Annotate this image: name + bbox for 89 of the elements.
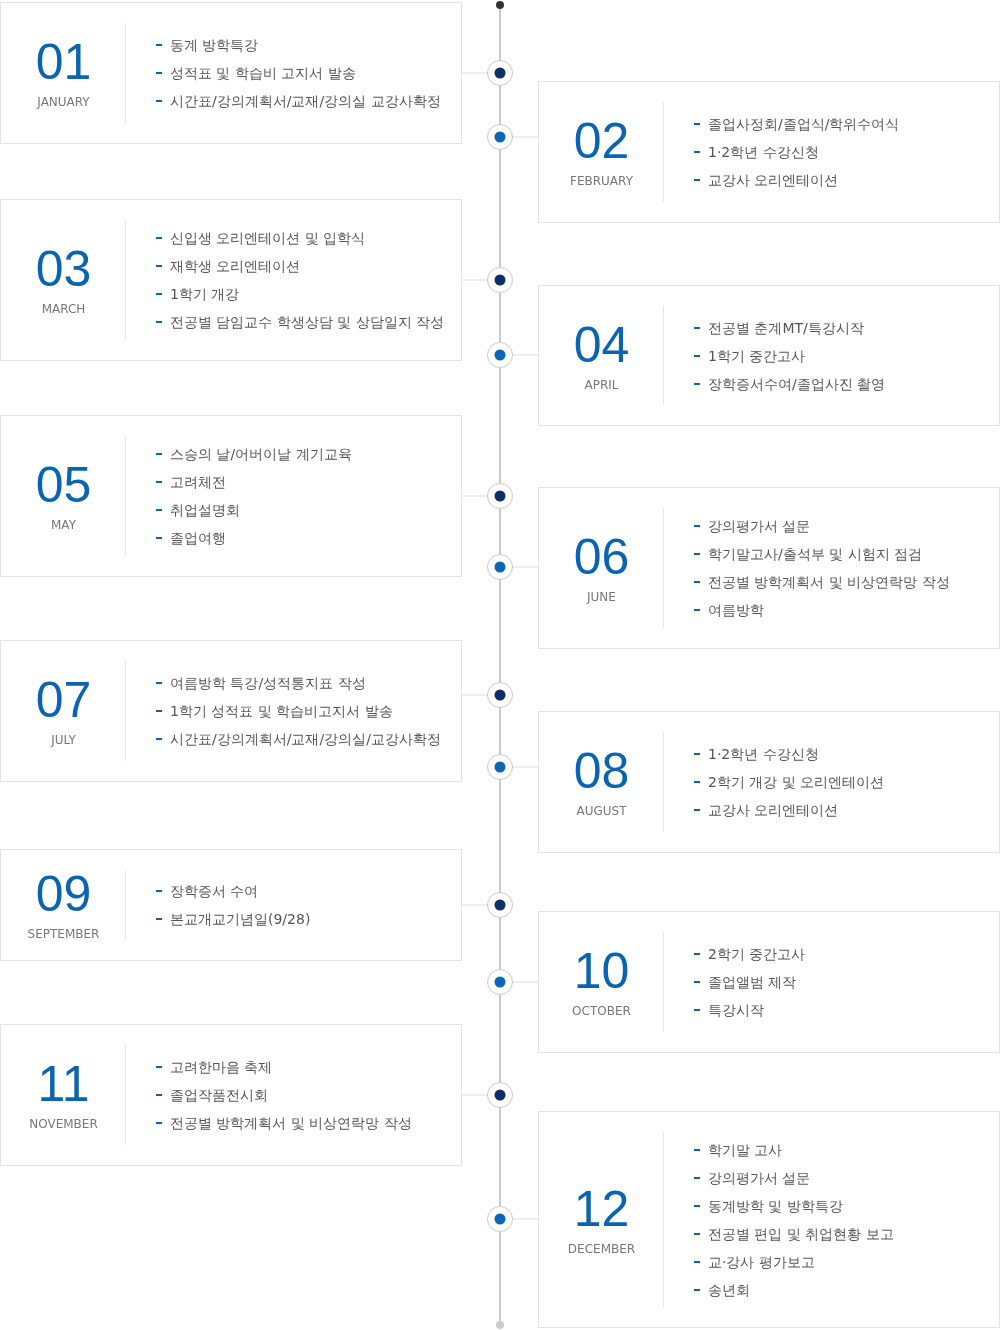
month-card bbox=[0, 1024, 462, 1166]
month-card bbox=[0, 640, 462, 782]
timeline-marker bbox=[487, 554, 513, 580]
month-number: 01 bbox=[35, 37, 92, 87]
schedule-item: 학기말고사/출석부 및 시험지 점검 bbox=[708, 545, 923, 563]
schedule-item: 1·2학년 수강신청 bbox=[708, 143, 819, 161]
month-name: APRIL bbox=[584, 377, 619, 392]
schedule-item: 동계 방학특강 bbox=[170, 36, 259, 54]
schedule-item: 1학기 중간고사 bbox=[708, 346, 806, 365]
month-number: 08 bbox=[573, 746, 630, 796]
schedule-item: 2학기 개강 및 오리엔테이션 bbox=[708, 773, 885, 791]
month-number: 10 bbox=[573, 946, 630, 996]
schedule-item: 교·강사 평가보고 bbox=[708, 1252, 815, 1271]
month-card bbox=[0, 415, 462, 577]
timeline-marker bbox=[487, 124, 513, 150]
schedule-item: 졸업앨범 제작 bbox=[708, 973, 797, 991]
schedule-item: 교강사 오리엔테이션 bbox=[708, 801, 839, 819]
schedule-item: 동계방학 및 방학특강 bbox=[708, 1196, 843, 1215]
timeline-marker bbox=[487, 60, 513, 86]
schedule-item: 졸업여행 bbox=[170, 529, 226, 547]
schedule-item: 고려체전 bbox=[170, 473, 226, 491]
schedule-item: 송년회 bbox=[708, 1280, 750, 1299]
schedule-item: 강의평가서 설문 bbox=[708, 1168, 811, 1187]
schedule-item: 1·2학년 수강신청 bbox=[708, 745, 819, 763]
month-name: AUGUST bbox=[576, 804, 627, 818]
month-name: SEPTEMBER bbox=[27, 927, 100, 941]
schedule-item: 1학기 개강 bbox=[170, 285, 240, 303]
schedule-item: 강의평가서 설문 bbox=[708, 517, 811, 535]
month-name: JULY bbox=[51, 733, 76, 747]
month-number: 11 bbox=[37, 1059, 90, 1109]
schedule-item: 장학증서수여/졸업사진 촬영 bbox=[708, 374, 886, 393]
schedule-item: 성적표 및 학습비 고지서 발송 bbox=[170, 64, 356, 82]
month-name: NOVEMBER bbox=[29, 1117, 98, 1131]
month-card bbox=[538, 285, 1000, 426]
schedule-item: 스승의 날/어버이날 계기교육 bbox=[170, 445, 352, 463]
month-name: DECEMBER bbox=[567, 1241, 636, 1256]
month-name: MAY bbox=[51, 518, 76, 532]
timeline-marker bbox=[487, 754, 513, 780]
month-name: MARCH bbox=[41, 302, 86, 316]
schedule-item: 여름방학 bbox=[708, 601, 764, 619]
month-card bbox=[0, 199, 462, 361]
schedule-item: 전공별 방학계획서 및 비상연락망 작성 bbox=[170, 1114, 412, 1132]
schedule-item: 취업설명회 bbox=[170, 501, 240, 519]
schedule-item: 전공별 방학계획서 및 비상연락망 작성 bbox=[708, 573, 950, 591]
month-name: JANUARY bbox=[37, 95, 90, 109]
schedule-item: 여름방학 특강/성적통지표 작성 bbox=[170, 674, 366, 692]
month-card bbox=[0, 2, 462, 144]
schedule-item: 교강사 오리엔테이션 bbox=[708, 171, 839, 189]
schedule-item: 졸업작품전시회 bbox=[170, 1086, 268, 1104]
month-name: FEBRUARY bbox=[570, 174, 633, 188]
month-number: 04 bbox=[573, 319, 630, 370]
month-card bbox=[0, 849, 462, 961]
month-name: JUNE bbox=[587, 590, 616, 604]
month-number: 12 bbox=[573, 1183, 630, 1234]
schedule-item: 전공별 편입 및 취업현황 보고 bbox=[708, 1224, 894, 1243]
month-card bbox=[538, 1111, 1000, 1328]
timeline-marker bbox=[487, 1082, 513, 1108]
month-number: 03 bbox=[35, 244, 92, 294]
timeline-marker bbox=[487, 969, 513, 995]
schedule-item: 전공별 담임교수 학생상담 및 상담일지 작성 bbox=[170, 313, 445, 331]
month-number: 07 bbox=[35, 675, 92, 725]
schedule-item: 2학기 중간고사 bbox=[708, 945, 806, 963]
month-name: OCTOBER bbox=[572, 1004, 631, 1018]
timeline-marker bbox=[487, 483, 513, 509]
schedule-item: 고려한마음 축제 bbox=[170, 1058, 273, 1076]
schedule-item: 신입생 오리엔테이션 및 입학식 bbox=[170, 229, 366, 247]
schedule-item: 장학증서 수여 bbox=[170, 882, 259, 900]
schedule-item: 학기말 고사 bbox=[708, 1140, 783, 1159]
schedule-item: 특강시작 bbox=[708, 1001, 764, 1019]
month-card bbox=[538, 81, 1000, 223]
timeline-marker bbox=[487, 1206, 513, 1232]
schedule-item: 전공별 춘계MT/특강시작 bbox=[708, 318, 864, 337]
month-card bbox=[538, 487, 1000, 649]
timeline-marker bbox=[487, 682, 513, 708]
schedule-item: 졸업사정회/졸업식/학위수여식 bbox=[708, 115, 900, 133]
month-card bbox=[538, 911, 1000, 1053]
month-number: 05 bbox=[35, 460, 92, 510]
timeline-marker bbox=[487, 342, 513, 368]
schedule-item: 재학생 오리엔테이션 bbox=[170, 257, 301, 275]
schedule-item: 시간표/강의계획서/교재/강의실 교강사확정 bbox=[170, 92, 441, 110]
schedule-item: 시간표/강의계획서/교재/강의실/교강사확정 bbox=[170, 730, 441, 748]
month-number: 09 bbox=[35, 869, 92, 919]
schedule-item: 본교개교기념일(9/28) bbox=[170, 910, 311, 928]
month-number: 06 bbox=[573, 532, 630, 582]
schedule-item: 1학기 성적표 및 학습비고지서 발송 bbox=[170, 702, 393, 720]
timeline-marker bbox=[487, 267, 513, 293]
timeline-marker bbox=[487, 892, 513, 918]
month-card bbox=[538, 711, 1000, 853]
month-number: 02 bbox=[573, 116, 630, 166]
